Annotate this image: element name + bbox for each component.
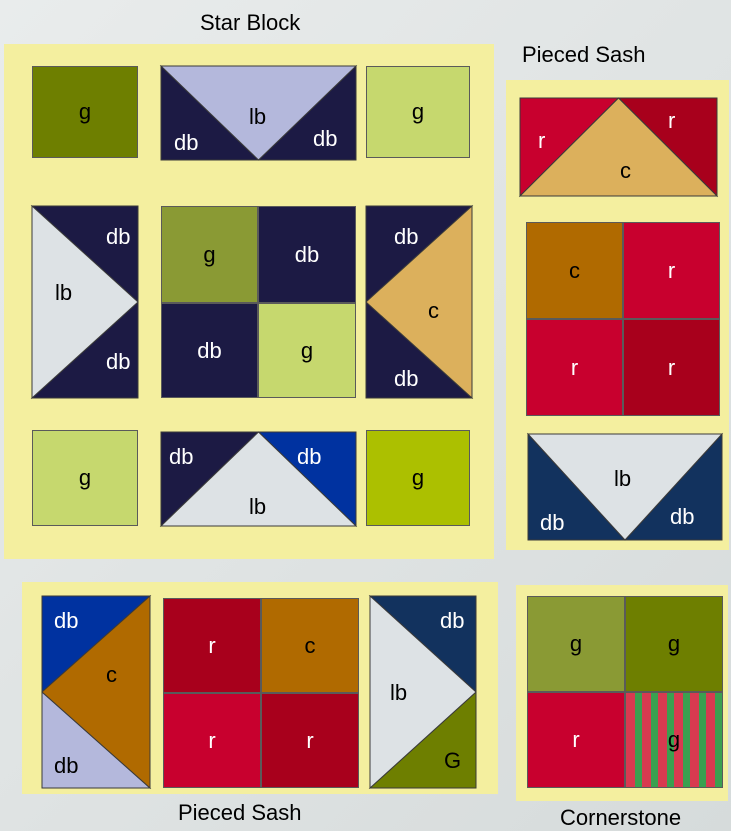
cornerstone-title: Cornerstone	[560, 805, 681, 831]
label-db: db	[54, 608, 78, 633]
sash-bottom-four-patch: r c r r	[163, 598, 359, 788]
label-c: c	[428, 298, 439, 323]
label-db: db	[297, 444, 321, 469]
label-db: db	[295, 242, 319, 268]
square-g-light: g	[258, 303, 356, 398]
square-r: r	[261, 693, 359, 788]
label-c: c	[569, 258, 580, 284]
label-c: c	[106, 662, 117, 687]
sash-goose-left: db c db	[42, 596, 150, 788]
label-g: g	[412, 99, 424, 125]
label-r: r	[668, 258, 675, 284]
sash-goose-top: r r c	[520, 98, 717, 196]
label-db: db	[106, 224, 130, 249]
square-r: r	[623, 319, 720, 416]
sash-four-patch: c r r r	[526, 222, 720, 416]
square-g-olive: g	[161, 206, 258, 303]
square-g-dark: g	[32, 66, 138, 158]
square-r: r	[163, 598, 261, 693]
label-db: db	[313, 126, 337, 151]
label-lb: lb	[614, 466, 631, 491]
label-db: db	[174, 130, 198, 155]
four-patch-center: g db db g	[161, 206, 356, 398]
label-lb: lb	[249, 104, 266, 129]
square-r: r	[623, 222, 720, 319]
label-db: db	[54, 753, 78, 778]
square-g-olive: g	[527, 596, 625, 692]
label-db: db	[540, 510, 564, 535]
label-g: g	[79, 465, 91, 491]
square-g-dark: g	[625, 596, 723, 692]
label-db: db	[197, 338, 221, 364]
label-g: g	[203, 242, 215, 268]
label-lb: lb	[249, 494, 266, 519]
flying-goose-left: lb db db	[32, 206, 138, 398]
label-c: c	[620, 158, 631, 183]
square-c: c	[261, 598, 359, 693]
square-g-lime: g	[366, 430, 470, 526]
square-db: db	[161, 303, 258, 398]
square-g-light: g	[32, 430, 138, 526]
label-r: r	[668, 355, 675, 381]
square-r: r	[163, 693, 261, 788]
star-block-title: Star Block	[200, 10, 300, 36]
label-r: r	[668, 108, 675, 133]
flying-goose-right: db c db	[366, 206, 472, 398]
label-g: g	[668, 631, 680, 657]
label-lb: lb	[390, 680, 407, 705]
square-r: r	[527, 692, 625, 788]
label-db: db	[440, 608, 464, 633]
label-G: G	[444, 748, 461, 773]
label-g: g	[412, 465, 424, 491]
label-r: r	[571, 355, 578, 381]
pieced-sash-bottom-title: Pieced Sash	[178, 800, 302, 826]
label-r: r	[208, 728, 215, 754]
label-db: db	[670, 504, 694, 529]
label-db: db	[394, 366, 418, 391]
label-c: c	[305, 633, 316, 659]
flying-goose-top: lb db db	[161, 66, 356, 160]
label-r: r	[538, 128, 545, 153]
label-g: g	[570, 631, 582, 657]
label-g: g	[79, 99, 91, 125]
label-db: db	[394, 224, 418, 249]
flying-goose-bottom: db db lb	[161, 432, 356, 526]
label-lb: lb	[55, 280, 72, 305]
label-g: g	[301, 338, 313, 364]
label-r: r	[306, 728, 313, 754]
square-c: c	[526, 222, 623, 319]
pieced-sash-top-title: Pieced Sash	[522, 42, 646, 68]
square-g-print: g	[625, 692, 723, 788]
cornerstone-four-patch: g g r g	[527, 596, 723, 788]
label-db: db	[169, 444, 193, 469]
square-g-light: g	[366, 66, 470, 158]
sash-goose-right: db lb G	[370, 596, 476, 788]
label-r: r	[208, 633, 215, 659]
sash-goose-bottom: lb db db	[528, 434, 722, 540]
square-db: db	[258, 206, 356, 303]
square-r: r	[526, 319, 623, 416]
label-g: g	[668, 727, 680, 753]
label-r: r	[572, 727, 579, 753]
label-db: db	[106, 349, 130, 374]
